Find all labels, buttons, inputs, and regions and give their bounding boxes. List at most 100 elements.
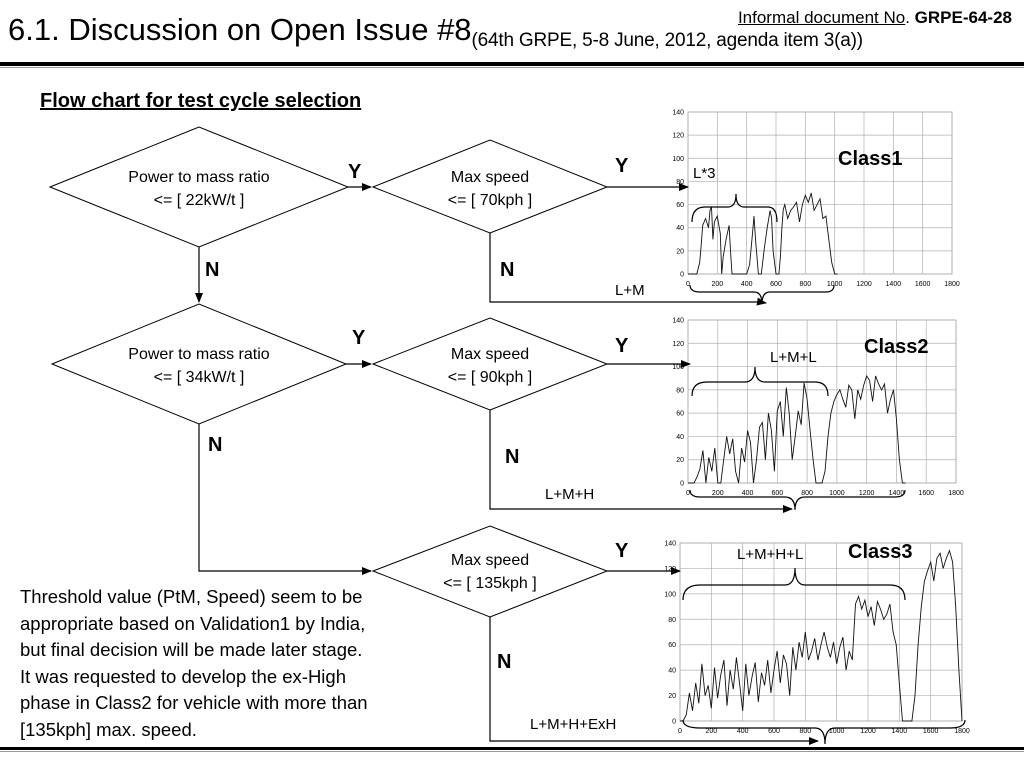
chart-plot-area: [679, 542, 963, 722]
chart-x-tick: 1800: [954, 728, 970, 735]
title-subtitle: (64th GRPE, 5-8 June, 2012, agenda item …: [471, 30, 863, 51]
brace-lmh-class1: [689, 284, 835, 305]
chart-y-tick: 0: [680, 481, 684, 488]
doc-period: .: [905, 8, 910, 27]
chart-x-tick: 1200: [856, 281, 872, 288]
chart-x-tick: 800: [799, 728, 811, 735]
connectors: [195, 183, 819, 745]
title-text: 6.1. Discussion on Open Issue #8: [8, 12, 472, 47]
label-n-speed-70: N: [500, 259, 514, 281]
chart-x-tick: 200: [711, 281, 723, 288]
chart-y-tick: 140: [672, 318, 684, 325]
cycle-label-lm: L+M: [615, 282, 645, 299]
decision-speed-135-line2: <= [ 135kph ]: [443, 575, 536, 592]
braces: [682, 193, 966, 745]
decision-speed-90-line2: <= [ 90kph ]: [448, 369, 533, 386]
footer-rule-thin: [0, 751, 1024, 752]
label-n-speed-90: N: [505, 446, 519, 468]
label-y-ptm-34: Y: [352, 327, 366, 349]
chart-x-tick: 600: [771, 490, 783, 497]
chart-y-tick: 20: [676, 248, 684, 255]
doc-prefix: Informal document No: [737, 8, 906, 27]
chart-x-tick: 1000: [827, 281, 843, 288]
chart-y-tick: 40: [668, 668, 676, 675]
class-label-3: Class3: [848, 541, 913, 563]
doc-id: GRPE-64-28: [914, 8, 1012, 27]
document-reference: Informal document No. GRPE-64-28: [738, 8, 1012, 28]
decision-ptm-22-line2: <= [ 22kW/t ]: [154, 192, 245, 209]
chart-x-tick: 600: [768, 728, 780, 735]
chart-y-tick: 60: [676, 202, 684, 209]
brace-l3: [691, 193, 778, 223]
decision-ptm-34-line2: <= [ 34kW/t ]: [154, 369, 245, 386]
chart-series-line: [688, 374, 906, 484]
chart-y-tick: 100: [672, 364, 684, 371]
chart-y-tick: 100: [664, 591, 676, 598]
chart-series-line: [688, 192, 838, 275]
brace-lmh-class2: [689, 489, 906, 511]
cycle-label-l3: L*3: [693, 165, 716, 182]
chart-y-tick: 60: [668, 642, 676, 649]
note-line-3: but final decision will be made later st…: [20, 639, 363, 660]
chart-x-tick: 0: [678, 728, 682, 735]
chart-y-tick: 80: [676, 387, 684, 394]
chart-y-tick: 20: [676, 457, 684, 464]
class-label-1: Class1: [838, 148, 903, 170]
chart-x-tick: 600: [770, 281, 782, 288]
chart-x-tick: 400: [737, 728, 749, 735]
chart-x-tick: 1800: [948, 490, 964, 497]
chart-y-tick: 140: [672, 110, 684, 117]
label-y-speed-90: Y: [615, 335, 629, 357]
chart-x-tick: 1200: [860, 728, 876, 735]
decision-speed-135-line1: Max speed: [451, 552, 529, 569]
chart-y-tick: 140: [664, 541, 676, 548]
chart-x-tick: 0: [686, 281, 690, 288]
decision-ptm-22: Power to mass ratio <= [ 22kW/t ]: [48, 126, 350, 248]
decision-ptm-22-line1: Power to mass ratio: [128, 169, 269, 186]
chart-y-tick: 40: [676, 434, 684, 441]
decision-ptm-34: Power to mass ratio <= [ 34kW/t ]: [50, 303, 348, 425]
chart-plot-area: [687, 319, 957, 484]
note-line-5: phase in Class2 for vehicle with more th…: [20, 692, 368, 713]
chart-x-tick: 1200: [859, 490, 875, 497]
chart-x-tick: 200: [712, 490, 724, 497]
footer-rule: [0, 747, 1024, 750]
decision-speed-70: Max speed <= [ 70kph ]: [371, 139, 609, 234]
note-line-4: It was requested to develop the ex-High: [20, 665, 346, 687]
chart-x-tick: 1400: [889, 490, 905, 497]
chart-y-tick: 120: [672, 133, 684, 140]
chart-y-tick: 40: [676, 225, 684, 232]
chart-x-tick: 1400: [892, 728, 908, 735]
note-line-1: Threshold value (PtM, Speed) seem to be: [20, 586, 363, 607]
decision-ptm-34-line1: Power to mass ratio: [128, 346, 269, 363]
slide-title: 6.1. Discussion on Open Issue #8(64th GR…: [8, 12, 863, 51]
label-y-ptm-22: Y: [348, 161, 362, 183]
chart-y-tick: 20: [668, 693, 676, 700]
chart-y-tick: 0: [672, 719, 676, 726]
note-line-6: [135kph] max. speed.: [20, 718, 197, 740]
chart-y-tick: 100: [672, 156, 684, 163]
decision-speed-70-line2: <= [ 70kph ]: [448, 192, 533, 209]
chart-x-tick: 1600: [918, 490, 934, 497]
cycle-label-lml: L+M+L: [770, 349, 817, 366]
chart-x-tick: 200: [705, 728, 717, 735]
chart-x-tick: 400: [741, 281, 753, 288]
chart-x-tick: 400: [742, 490, 754, 497]
chart-x-tick: 1600: [915, 281, 931, 288]
brace-lmhl: [682, 567, 906, 601]
label-n-ptm-34: N: [208, 434, 222, 456]
label-n-ptm-22: N: [205, 259, 219, 281]
cycle-label-lmhexh: L+M+H+ExH: [530, 716, 616, 733]
note-text: Threshold value (PtM, Speed) seem to be …: [20, 584, 460, 743]
chart-y-tick: 80: [668, 617, 676, 624]
header-rule: [0, 62, 1024, 66]
chart-x-tick: 800: [801, 490, 813, 497]
chart-x-tick: 1400: [886, 281, 902, 288]
label-y-speed-135: Y: [615, 540, 629, 562]
label-y-speed-70: Y: [615, 155, 629, 177]
section-heading: Flow chart for test cycle selection: [40, 90, 362, 112]
